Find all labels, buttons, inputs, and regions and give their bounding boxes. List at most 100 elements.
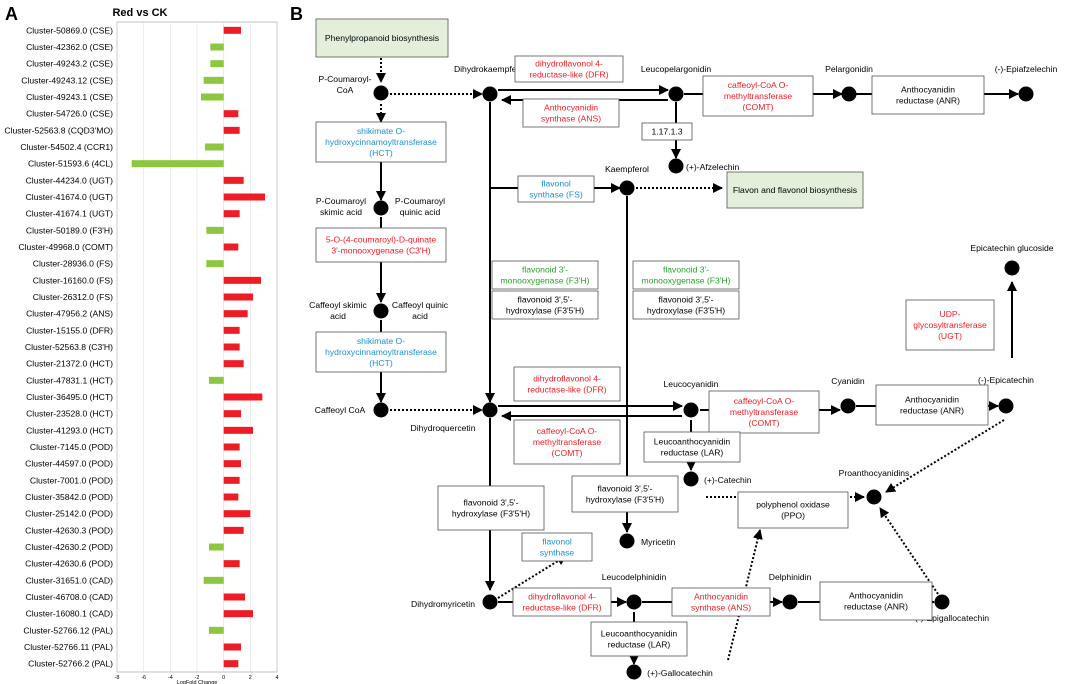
node-dihydroquercetin xyxy=(482,402,498,418)
bar xyxy=(223,193,265,201)
enzyme-box-label: flavonoid 3',5'-hydroxylase (F3'5'H) xyxy=(452,497,530,518)
enzyme-box-label: Phenylpropanoid biosynthesis xyxy=(325,33,439,43)
bar xyxy=(223,393,263,401)
node-caffeoyl-coa xyxy=(373,402,389,418)
x-tick-label: -2 xyxy=(195,675,200,681)
x-axis-label: LogFold Change xyxy=(177,680,218,684)
category-label: Cluster-42630.2 (POD) xyxy=(25,542,113,552)
enzyme-box-label: caffeoyl-CoA O-methyltransferase(COMT) xyxy=(724,80,793,112)
category-label: Cluster-41293.0 (HCT) xyxy=(26,425,113,435)
panel-a-letter: A xyxy=(5,4,18,24)
label-epigallocatechin: (-)-Epigallocatechin xyxy=(915,613,989,623)
category-label: Cluster-49968.0 (COMT) xyxy=(18,242,113,252)
category-label: Cluster-54502.4 (CCR1) xyxy=(20,142,113,152)
enzyme-box-f3h-left: flavonoid 3'-monooxygenase (F3'H) xyxy=(491,260,599,290)
bar xyxy=(223,643,241,651)
category-label: Cluster-50869.0 (CSE) xyxy=(26,25,113,35)
bar xyxy=(223,176,244,184)
bar xyxy=(131,160,224,168)
category-label: Cluster-15155.0 (DFR) xyxy=(26,325,113,335)
category-label: Cluster-31651.0 (CAD) xyxy=(26,575,114,585)
bar xyxy=(203,576,224,584)
node-p-coumaroyl-skimic xyxy=(373,200,389,216)
x-tick-label: -4 xyxy=(168,675,173,681)
category-label: Cluster-52563.8 (CQD3'MO) xyxy=(4,125,113,135)
label-catechin: (+)-Catechin xyxy=(704,475,752,485)
enzyme-box-ugt: UDP-glycosyltransferase(UGT) xyxy=(905,299,995,351)
bar xyxy=(209,626,224,634)
category-label: Cluster-25142.0 (POD) xyxy=(25,509,113,519)
label-cyanidin: Cyanidin xyxy=(831,376,865,386)
node-pelargonidin xyxy=(841,86,857,102)
bar xyxy=(223,26,241,34)
label-p-coumaroyl-coa: P-Coumaroyl-CoA xyxy=(318,74,371,95)
enzyme-box-f35h-bottom-mid: flavonoid 3',5'-hydroxylase (F3'5'H) xyxy=(571,475,679,513)
label-dihydromyricetin: Dihydromyricetin xyxy=(411,599,475,609)
label-dihydroquercetin: Dihydroquercetin xyxy=(411,423,476,433)
enzyme-box-f35h-left: flavonoid 3',5'-hydroxylase (F3'5'H) xyxy=(491,290,599,320)
enzyme-box-label: shikimate O-hydroxycinnamoyltransferase(… xyxy=(325,126,437,158)
bar xyxy=(201,93,224,101)
node-kaempferol xyxy=(619,180,635,196)
category-label: Cluster-16080.1 (CAD) xyxy=(26,609,114,619)
bar xyxy=(223,410,241,418)
node-dihydromyricetin xyxy=(482,594,498,610)
category-label: Cluster-51593.6 (4CL) xyxy=(28,159,113,169)
category-label: Cluster-54726.0 (CSE) xyxy=(26,109,113,119)
node-p-coumaroyl-coa xyxy=(373,85,389,101)
category-label: Cluster-35842.0 (POD) xyxy=(25,492,113,502)
category-label: Cluster-41674.0 (UGT) xyxy=(26,192,114,202)
enzyme-box-label: dihydroflavonol 4-reductase-like (DFR) xyxy=(527,373,606,394)
label-epicatechin-glucoside: Epicatechin glucoside xyxy=(970,243,1053,253)
enzyme-box-comt-top: caffeoyl-CoA O-methyltransferase(COMT) xyxy=(702,75,814,117)
label-afzelechin: (+)-Afzelechin xyxy=(686,162,739,172)
category-label: Cluster-49243.1 (CSE) xyxy=(26,92,113,102)
enzyme-box-label: shikimate O-hydroxycinnamoyltransferase(… xyxy=(325,336,437,368)
x-tick-label: 0 xyxy=(222,675,225,681)
enzyme-box-label: flavonoid 3'-monooxygenase (F3'H) xyxy=(641,264,730,285)
x-tick-label: 4 xyxy=(275,675,278,681)
category-label: Cluster-26312.0 (FS) xyxy=(33,292,113,302)
bar xyxy=(223,526,244,534)
label-proanthocyanidins: Proanthocyanidins xyxy=(839,468,910,478)
category-label: Cluster-47831.1 (HCT) xyxy=(26,375,113,385)
enzyme-box-comt-mid-left: caffeoyl-CoA O-methyltransferase(COMT) xyxy=(513,419,621,465)
enzyme-box-label: UDP-glycosyltransferase(UGT) xyxy=(913,309,987,341)
node-catechin xyxy=(683,471,699,487)
label-epiafzelechin: (-)-Epiafzelechin xyxy=(995,64,1058,74)
x-tick-label: -8 xyxy=(115,675,120,681)
node-epicatechin xyxy=(998,398,1014,414)
enzyme-box-label: flavonoid 3',5'-hydroxylase (F3'5'H) xyxy=(506,294,584,315)
bar xyxy=(203,76,224,84)
category-label: Cluster-41674.1 (UGT) xyxy=(26,209,114,219)
bar xyxy=(223,310,248,318)
bar xyxy=(223,493,239,501)
bar xyxy=(223,476,240,484)
category-label: Cluster-44234.0 (UGT) xyxy=(26,175,114,185)
label-leucopelargonidin: Leucopelargonidin xyxy=(641,64,711,74)
enzyme-box-label: flavonoid 3',5'-hydroxylase (F3'5'H) xyxy=(647,294,725,315)
enzyme-box-label: polyphenol oxidase(PPO) xyxy=(756,499,830,520)
enzyme-box-hct-mid: shikimate O-hydroxycinnamoyltransferase(… xyxy=(315,331,447,373)
